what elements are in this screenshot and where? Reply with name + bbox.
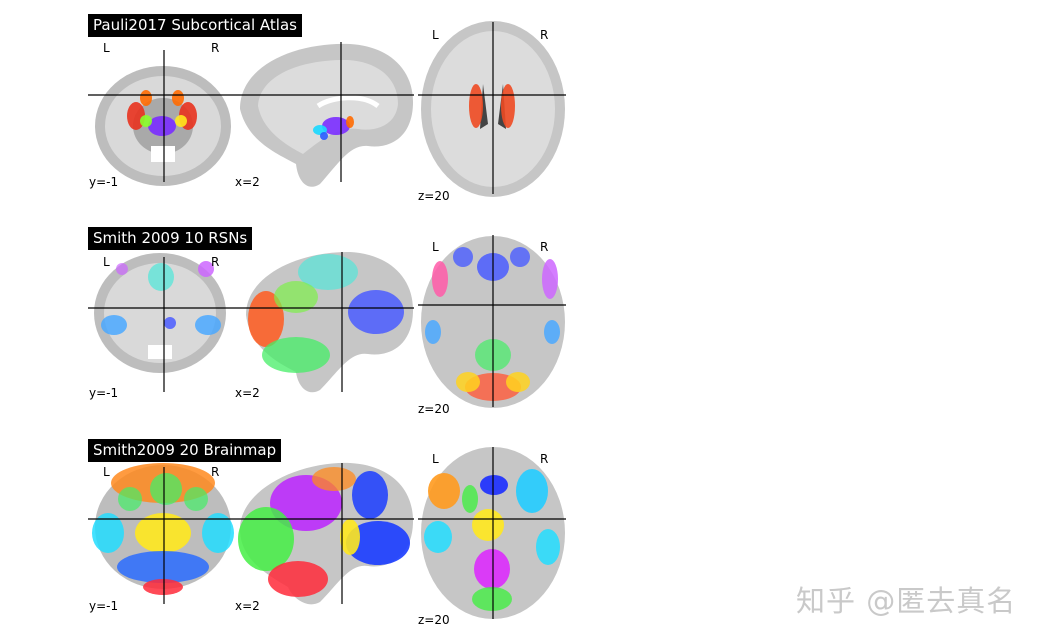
auditory-left-blob bbox=[101, 315, 127, 335]
green-sag-blob bbox=[238, 507, 294, 571]
atlas-title: Pauli2017 Subcortical Atlas bbox=[88, 14, 302, 37]
coronal-slice bbox=[88, 50, 238, 186]
axial-coord-label: z=20 bbox=[418, 189, 450, 203]
auditory-right-blob bbox=[195, 315, 221, 335]
blue-axial-blob bbox=[480, 475, 508, 495]
blue-coronal-blob bbox=[117, 551, 209, 583]
watermark-text: 知乎 @匿去真名 bbox=[796, 584, 1017, 618]
caudate-left-blob bbox=[140, 90, 152, 106]
coronal-left-label: L bbox=[103, 41, 110, 55]
axial-left-label: L bbox=[432, 452, 439, 466]
magenta-axial-blob bbox=[474, 549, 510, 589]
atlas-title: Smith 2009 10 RSNs bbox=[88, 227, 253, 250]
yellow-axial-blob bbox=[456, 372, 480, 392]
dan-sag-blob bbox=[348, 290, 404, 334]
axial-slice bbox=[418, 447, 566, 619]
default-sag-blob bbox=[298, 254, 358, 290]
cerebellum-sag-blob bbox=[262, 337, 330, 373]
axial-coord-label: z=20 bbox=[418, 402, 450, 416]
sagittal-coord-label: x=2 bbox=[235, 599, 260, 613]
coronal-left-label: L bbox=[103, 255, 110, 269]
coronal-coord-label: y=-1 bbox=[89, 599, 119, 613]
sagittal-slice bbox=[238, 462, 414, 605]
pallidum-left-blob bbox=[140, 115, 152, 127]
atlas-panel-smith-brainmap: Smith2009 20 Brainmap L R y=-1 x=2 L R z… bbox=[88, 439, 568, 644]
thalamus-blob bbox=[148, 116, 176, 136]
sagittal-coord-label: x=2 bbox=[235, 175, 260, 189]
axial-slice bbox=[418, 235, 566, 408]
yellow-axial-blob bbox=[472, 509, 504, 541]
yellow-sag-blob bbox=[340, 519, 360, 555]
axial-left-label: L bbox=[432, 28, 439, 42]
sagittal-slice bbox=[238, 251, 414, 393]
coronal-coord-label: y=-1 bbox=[89, 175, 119, 189]
caudate-right-blob bbox=[172, 90, 184, 106]
brain-slices-smith-rsn bbox=[88, 235, 566, 408]
frontoparietal-coronal-blob bbox=[198, 261, 214, 277]
caudate-axial-right-blob bbox=[501, 84, 515, 128]
caudate-axial-left-blob bbox=[469, 84, 483, 128]
axial-right-label: R bbox=[540, 28, 549, 42]
green-axial-blob bbox=[472, 587, 512, 611]
coronal-coord-label: y=-1 bbox=[89, 386, 119, 400]
brain-slices-smith-brainmap bbox=[88, 447, 566, 619]
axial-left-label: L bbox=[432, 240, 439, 254]
axial-right-label: R bbox=[540, 240, 549, 254]
cyan-axial-blob bbox=[516, 469, 548, 513]
coronal-right-label: R bbox=[211, 255, 220, 269]
coronal-right-label: R bbox=[211, 41, 220, 55]
sagittal-coord-label: x=2 bbox=[235, 386, 260, 400]
yellow-coronal-blob bbox=[135, 513, 191, 553]
thalamus-sag-blob bbox=[322, 117, 350, 135]
sagittal-slice bbox=[238, 42, 414, 187]
green-coronal-blob bbox=[150, 473, 182, 505]
coronal-slice bbox=[88, 253, 238, 392]
fp-axial-blob bbox=[432, 261, 448, 297]
putamen-left-blob bbox=[127, 102, 145, 130]
axial-slice bbox=[418, 21, 566, 197]
axial-coord-label: z=20 bbox=[418, 613, 450, 627]
atlas-panel-smith-rsn: Smith 2009 10 RSNs L R y=-1 x=2 L R z=20 bbox=[88, 227, 568, 432]
cyan-coronal-left-blob bbox=[92, 513, 124, 553]
red-sag-blob bbox=[268, 561, 328, 597]
blue-sag-blob bbox=[346, 521, 410, 565]
brain-slices-pauli bbox=[88, 21, 566, 197]
pallidum-right-blob bbox=[175, 115, 187, 127]
atlas-panel-pauli: Pauli2017 Subcortical Atlas L R y=-1 x=2… bbox=[88, 14, 568, 219]
coronal-right-label: R bbox=[211, 465, 220, 479]
coronal-slice bbox=[88, 463, 238, 604]
dmn-coronal-blob bbox=[148, 263, 174, 291]
visual-sag-blob bbox=[248, 291, 284, 347]
coronal-left-label: L bbox=[103, 465, 110, 479]
brainstem-sag-blob bbox=[320, 132, 328, 140]
atlas-title: Smith2009 20 Brainmap bbox=[88, 439, 282, 462]
axial-right-label: R bbox=[540, 452, 549, 466]
orange-axial-blob bbox=[428, 473, 460, 509]
